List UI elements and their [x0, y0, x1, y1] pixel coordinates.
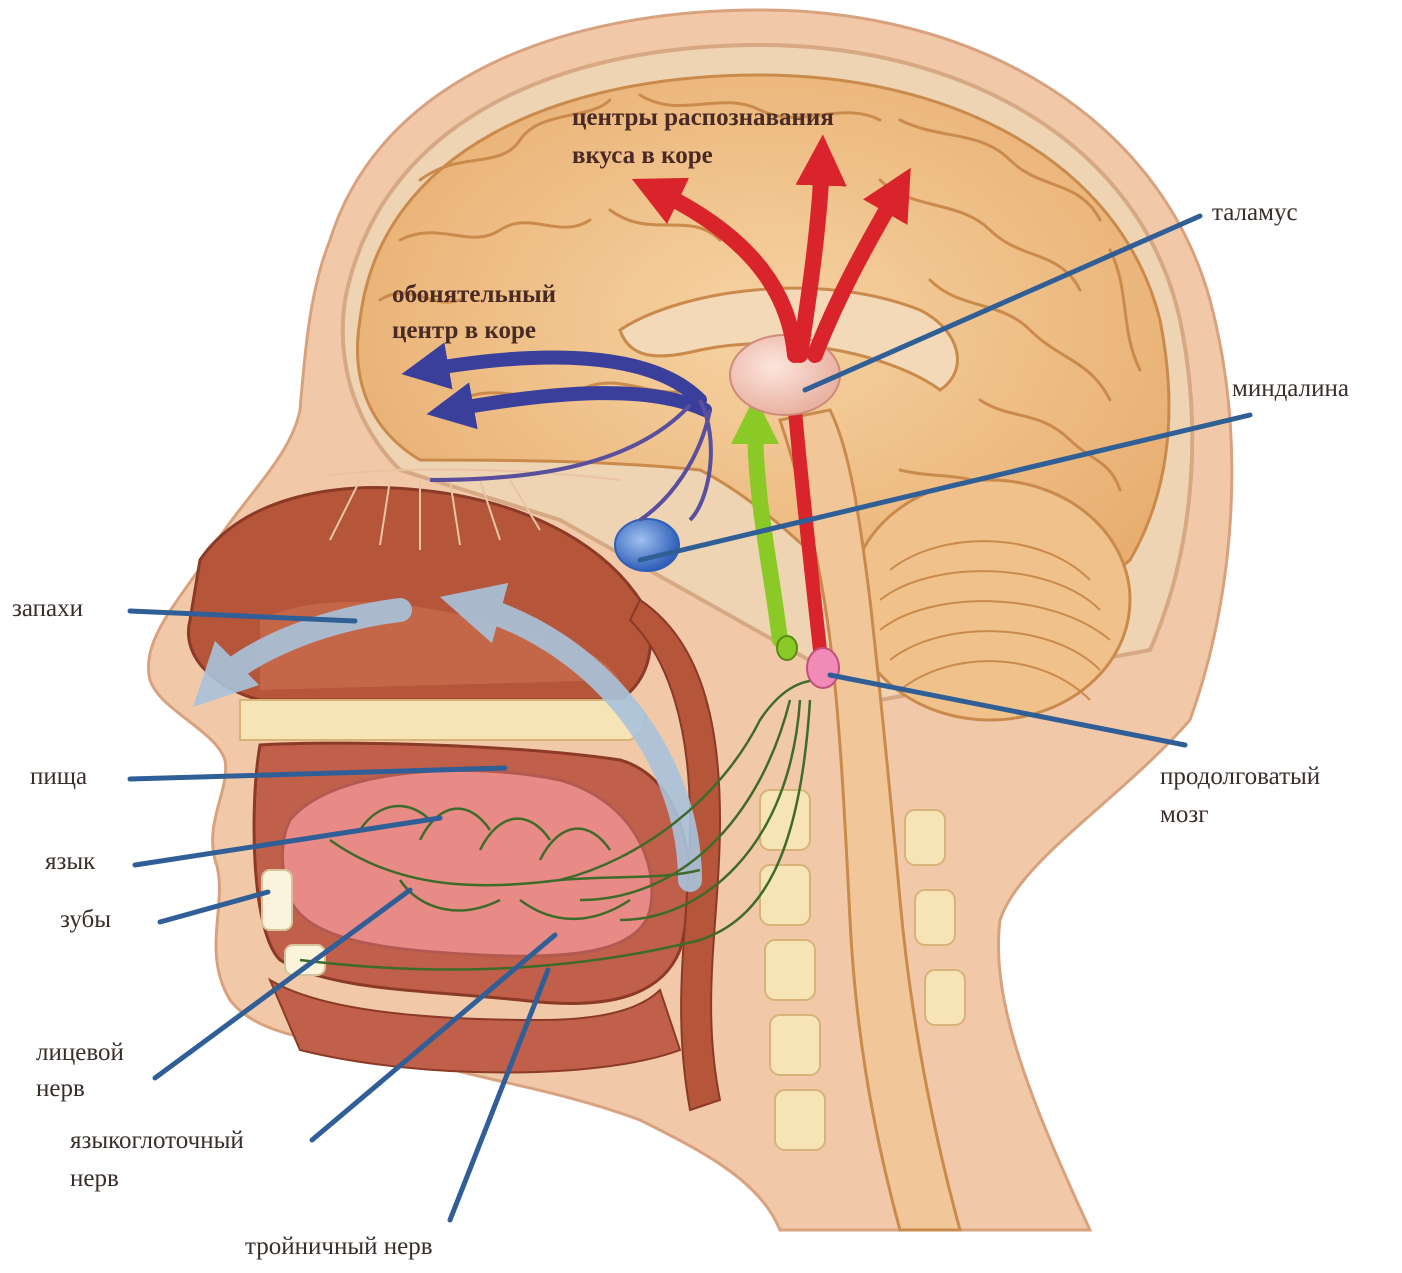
label-medulla-line2: мозг	[1160, 800, 1208, 830]
label-facial-nerve-line2: нерв	[36, 1074, 85, 1104]
label-food: пища	[30, 762, 87, 792]
label-glossopharyngeal-nerve-line1: языкоглоточный	[70, 1126, 244, 1156]
tongue-shape	[283, 770, 652, 956]
label-taste-centers-line2: вкуса в коре	[572, 141, 713, 171]
label-smells: запахи	[12, 594, 83, 624]
label-olfactory-center-line1: обонятельный	[392, 280, 556, 310]
hard-palate	[240, 700, 645, 740]
label-trigeminal-nerve: тройничный нерв	[245, 1232, 433, 1262]
label-facial-nerve-line1: лицевой	[36, 1038, 124, 1068]
label-tongue: язык	[45, 847, 95, 877]
label-olfactory-center-line2: центр в коре	[392, 316, 536, 346]
label-amygdala: миндалина	[1232, 374, 1349, 404]
label-glossopharyngeal-nerve-line2: нерв	[70, 1164, 119, 1194]
label-teeth: зубы	[60, 905, 111, 935]
amygdala	[615, 519, 679, 571]
cerebellum	[850, 480, 1130, 720]
green-node	[777, 636, 797, 660]
label-taste-centers-line1: центры распознавания	[572, 103, 834, 133]
medulla-marker	[807, 648, 839, 688]
label-thalamus: таламус	[1212, 198, 1298, 228]
label-medulla-line1: продолговатый	[1160, 762, 1320, 792]
